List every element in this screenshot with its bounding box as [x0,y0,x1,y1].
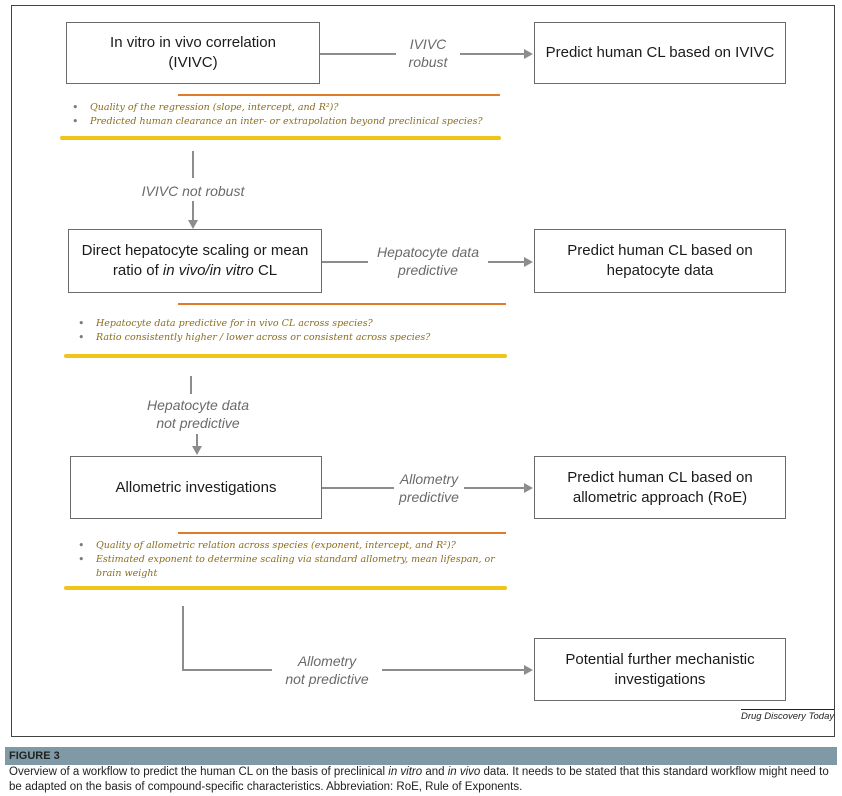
question-list-1: Quality of the regression (slope, interc… [68,101,588,129]
label-allometry-not-predictive: Allometry not predictive [272,652,382,688]
label-ivivc-not-robust: IVIVC not robust [132,182,254,200]
figure-label-bar [5,747,837,765]
yellow-rule-1 [60,136,501,140]
connector-fail-1b [192,201,194,221]
outcome-box-hepatocyte: Predict human CL based on hepatocyte dat… [534,229,786,293]
question-list-2: Hepatocyte data predictive for in vivo C… [74,317,594,345]
orange-rule-1 [178,94,500,96]
connector-fail-2b [196,434,198,446]
step-box-hepatocyte: Direct hepatocyte scaling or mean ratio … [68,229,322,293]
arrowhead-final [524,665,533,675]
journal-credit: Drug Discovery Today [741,709,835,722]
outcome-box-allometric: Predict human CL based on allometric app… [534,456,786,519]
arrowhead-fail-2 [192,446,202,455]
label-hepatocyte-predictive: Hepatocyte data predictive [368,243,488,279]
step-box-allometric: Allometric investigations [70,456,322,519]
question-item: Quality of the regression (slope, interc… [68,101,588,115]
outcome-text-ivivc: Predict human CL based on IVIVC [545,44,775,61]
outcome-box-ivivc: Predict human CL based on IVIVC [534,22,786,84]
label-ivivc-robust: IVIVC robust [396,35,460,71]
orange-rule-2 [178,303,506,305]
connector-fail-2a [190,376,192,394]
outcome-text-mechanistic: Potential further mechanistic investigat… [565,650,755,688]
outcome-box-mechanistic: Potential further mechanistic investigat… [534,638,786,701]
figure-caption: Overview of a workflow to predict the hu… [9,766,829,793]
figure-frame [11,5,835,737]
question-item: Estimated exponent to determine scaling … [74,553,514,581]
outcome-text-hepatocyte: Predict human CL based on hepatocyte dat… [567,242,753,279]
step-box-ivivc: In vitro in vivo correlation (IVIVC) [66,22,320,84]
question-item: Predicted human clearance an inter- or e… [68,115,588,129]
arrowhead-pass-1 [524,49,533,59]
connector-fail-1a [192,151,194,178]
figure-label: FIGURE 3 [9,750,60,762]
label-allometry-predictive: Allometry predictive [394,470,464,506]
outcome-text-allometric: Predict human CL based on allometric app… [567,468,753,506]
question-item: Hepatocyte data predictive for in vivo C… [74,317,594,331]
yellow-rule-3 [64,586,507,590]
step-title-allometric: Allometric investigations [115,478,277,496]
arrowhead-pass-3 [524,483,533,493]
question-item: Ratio consistently higher / lower across… [74,331,594,345]
orange-rule-3 [178,532,506,534]
step-title-hepatocyte: Direct hepatocyte scaling or mean ratio … [81,242,309,279]
label-hepatocyte-not-predictive: Hepatocyte data not predictive [130,396,266,432]
question-list-3: Quality of allometric relation across sp… [74,539,514,581]
connector-fail-3 [182,606,184,670]
question-item: Quality of allometric relation across sp… [74,539,514,553]
yellow-rule-2 [64,354,507,358]
step-title-ivivc: In vitro in vivo correlation (IVIVC) [110,34,276,71]
arrowhead-pass-2 [524,257,533,267]
arrowhead-fail-1 [188,220,198,229]
